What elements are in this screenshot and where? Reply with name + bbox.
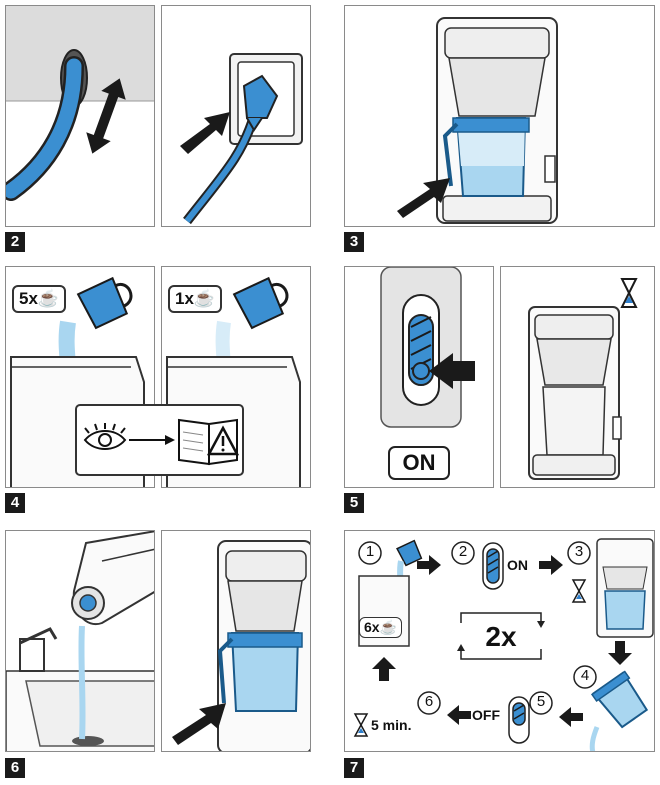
circle-number-2: 2 (458, 543, 468, 560)
panel-step-6-a (5, 530, 155, 752)
step-number-7: 7 (344, 758, 364, 778)
arrow-icon (417, 555, 441, 575)
cups-bubble-6x: 6x☕ (359, 617, 403, 638)
carafe-icon (217, 632, 303, 712)
off-label: OFF (472, 707, 500, 723)
step-number-5: 5 (344, 493, 364, 513)
plug-in-illustration (180, 53, 303, 225)
panel-step-2-cable (5, 5, 155, 227)
arrow-icon (180, 112, 230, 154)
carafe-icon (590, 670, 649, 729)
hourglass-icon (571, 579, 587, 603)
insert-carafe-illustration (397, 17, 558, 224)
carafe-icon (442, 117, 530, 197)
brewing-illustration (528, 278, 638, 480)
cups-count-label: 1x (175, 289, 194, 308)
circle-number-6: 6 (424, 693, 434, 710)
rinse-carafe-illustration (6, 531, 154, 751)
circle-number-5: 5 (536, 693, 546, 710)
repeat-count-label: 2x (485, 621, 517, 652)
arrow-icon (129, 435, 175, 445)
arrow-icon (172, 703, 226, 745)
water-stream (78, 625, 86, 740)
circle-number-4: 4 (580, 667, 590, 684)
tap-icon (19, 627, 58, 672)
jug-icon (396, 539, 423, 567)
carafe-icon (542, 386, 606, 456)
panel-step-6-b (161, 530, 311, 752)
hourglass-icon (353, 713, 369, 737)
eye-icon (83, 423, 127, 450)
arrow-icon (397, 178, 450, 218)
step-number-2: 2 (5, 232, 25, 252)
step-number-3: 3 (344, 232, 364, 252)
cups-count-label: 6x (364, 619, 380, 635)
arrow-icon (559, 707, 583, 727)
switch-icon (402, 294, 440, 406)
on-label-small: ON (507, 557, 528, 573)
on-label: ON (388, 446, 450, 480)
panel-step-5-b (500, 266, 655, 488)
kettle-icon (71, 531, 154, 626)
step-number-6: 6 (5, 758, 25, 778)
cups-count-label: 5x (19, 289, 38, 308)
cup-icon: ☕ (193, 289, 216, 308)
arrow-icon (608, 641, 632, 665)
circle-number-3: 3 (574, 543, 584, 560)
panel-step-5-a (344, 266, 494, 488)
jug-icon (232, 276, 289, 330)
double-arrow-icon (86, 78, 126, 154)
coffee-machine-icon (596, 538, 654, 638)
switch-icon (508, 696, 530, 744)
coffee-machine-icon (528, 306, 622, 480)
hourglass-icon (620, 278, 638, 308)
time-label: 5 min. (371, 717, 412, 733)
arrow-icon (429, 353, 475, 389)
rinse-cycle-diagram (353, 538, 654, 751)
arrow-icon (447, 705, 471, 725)
switch-icon (482, 542, 504, 590)
jug-icon (76, 276, 133, 330)
read-manual-inset (75, 404, 244, 476)
repeat-loop-icon (457, 612, 545, 660)
arrow-icon (372, 657, 396, 681)
warning-icon (206, 425, 240, 456)
cable-storage-illustration (6, 6, 154, 201)
panel-step-3 (344, 5, 655, 227)
insert-carafe-illustration (172, 540, 310, 751)
panel-step-7: 1 2 ON 3 2x 4 5 OFF 6 5 min. 6x☕ (344, 530, 655, 752)
cups-bubble-5x: 5x☕ (12, 285, 67, 313)
plug-icon (242, 74, 279, 132)
arrow-icon (539, 555, 563, 575)
step-number-4: 4 (5, 493, 25, 513)
circle-number-1: 1 (365, 543, 375, 560)
panel-step-2-plug (161, 5, 311, 227)
cups-bubble-1x: 1x☕ (168, 285, 223, 313)
switch-on-illustration (380, 267, 475, 428)
carafe-icon (604, 590, 646, 630)
cup-icon: ☕ (37, 289, 60, 308)
cup-icon: ☕ (379, 619, 398, 635)
